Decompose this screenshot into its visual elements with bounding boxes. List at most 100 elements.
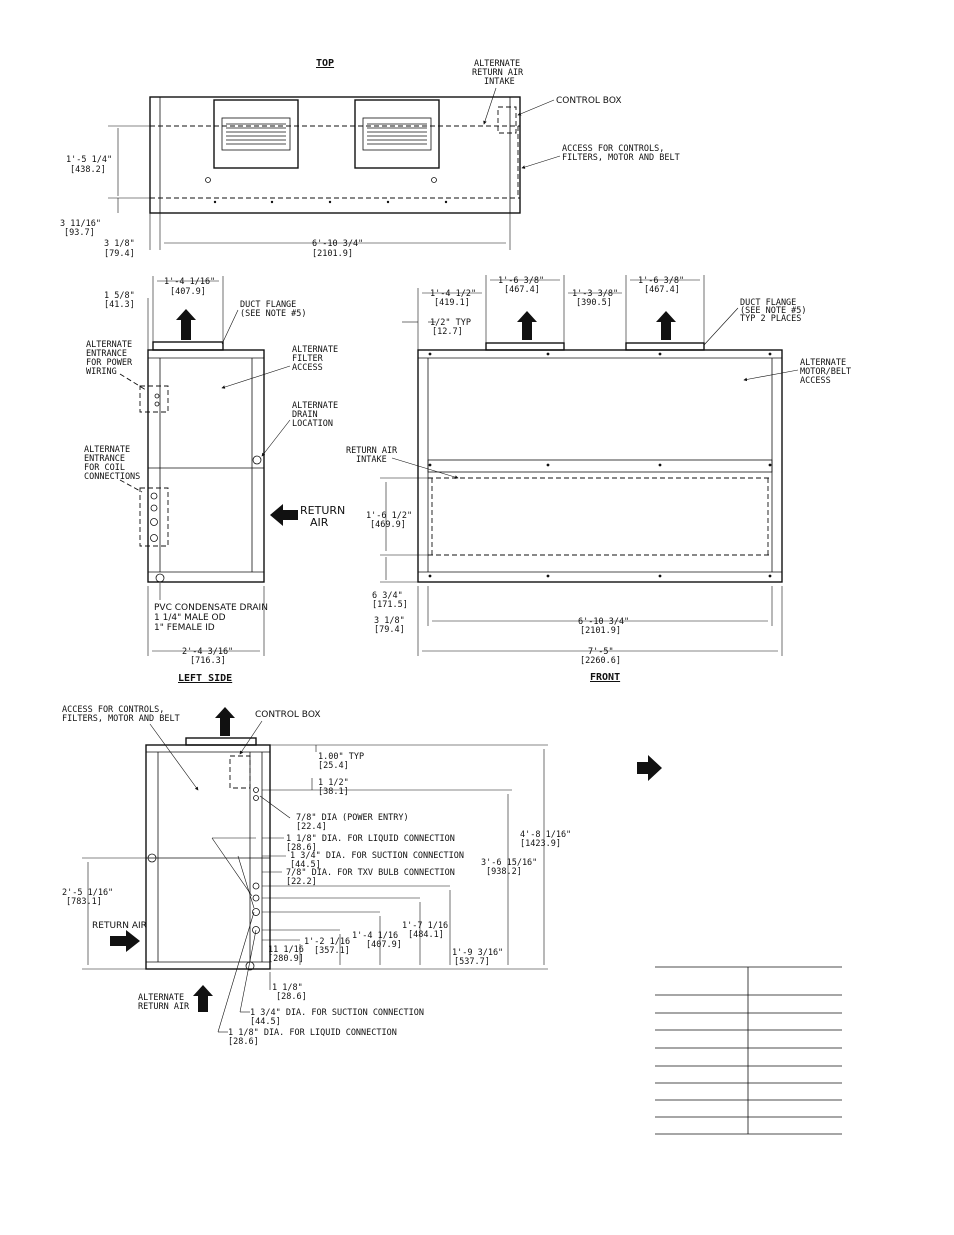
- alt-coil-4: CONNECTIONS: [84, 472, 140, 482]
- bottom-access-1: ACCESS FOR CONTROLS,: [62, 705, 164, 715]
- left-duct-flange: DUCT FLANGE: [240, 300, 296, 310]
- front-dim-inner-mm: [2101.9]: [580, 626, 621, 636]
- bottom-d14: 1'-4 1/16: [352, 931, 398, 941]
- bottom-power: 7/8" DIA (POWER ENTRY): [296, 813, 409, 823]
- bottom-d1half: 1 1/2": [318, 778, 349, 788]
- bottom-typ-mm: [25.4]: [318, 761, 349, 771]
- bottom-h1-mm: [1423.9]: [520, 839, 561, 849]
- front-dim-b-mm: [467.4]: [504, 285, 540, 295]
- airflow-up-arrow-bottom: [215, 707, 235, 736]
- front-view: 1'-4 1/2" [419.1] 1'-6 3/8" [467.4] 1'-3…: [346, 275, 851, 683]
- top-dim-left: 3 1/8": [104, 239, 135, 249]
- top-dim-width: 6'-10 3/4": [312, 239, 363, 249]
- front-dim-bot-mm: [171.5]: [372, 600, 408, 610]
- top-dim-offset-mm: [93.7]: [64, 228, 95, 238]
- bottom-d12: 1'-2 1/16: [304, 937, 350, 947]
- front-dim-d: 1'-6 3/8": [638, 276, 684, 286]
- blower-opening-1: [213, 99, 299, 169]
- top-dim-height: 1'-5 1/4": [66, 155, 112, 165]
- alt-filter-1: ALTERNATE: [292, 345, 338, 355]
- alt-drain-3: LOCATION: [292, 419, 333, 429]
- duct-flange-1: [485, 342, 565, 351]
- front-dim-h-mm: [469.9]: [370, 520, 406, 530]
- alt-motor-2: MOTOR/BELT: [800, 367, 851, 377]
- bottom-left-mm: [783.1]: [66, 897, 102, 907]
- front-dim-overall: 7'-5": [588, 647, 614, 657]
- alt-power-1: ALTERNATE: [86, 340, 132, 350]
- left-dim-width-mm: [716.3]: [190, 656, 226, 666]
- bottom-h2: 3'-6 15/16": [481, 858, 537, 868]
- alt-return-label-1: ALTERNATE: [474, 59, 520, 69]
- direction-arrow: [637, 755, 662, 781]
- front-dim-bot: 6 3/4": [372, 591, 403, 601]
- airflow-up-arrow-front-2: [656, 311, 676, 340]
- bottom-suction2: 1 3/4" DIA. FOR SUCTION CONNECTION: [250, 1008, 424, 1018]
- bottom-alt-return-2: RETURN AIR: [138, 1002, 190, 1012]
- pvc-label-2: 1 1/4" MALE OD: [154, 613, 226, 623]
- bottom-d118: 1 1/8": [272, 983, 303, 993]
- bottom-alt-return-1: ALTERNATE: [138, 993, 184, 1003]
- bottom-d19: 1'-9 3/16": [452, 948, 503, 958]
- return-label-2: AIR: [310, 516, 329, 529]
- front-duct-flange: DUCT FLANGE: [740, 298, 796, 308]
- alt-coil-1: ALTERNATE: [84, 445, 130, 455]
- alt-drain-1: ALTERNATE: [292, 401, 338, 411]
- front-dim-inner: 6'-10 3/4": [578, 617, 629, 627]
- alt-power-3: FOR POWER: [86, 358, 133, 368]
- front-duct-typ: TYP 2 PLACES: [740, 314, 801, 324]
- return-label-1: RETURN: [300, 504, 345, 517]
- bottom-d1half-mm: [38.1]: [318, 787, 349, 797]
- right-side-view: ACCESS FOR CONTROLS, FILTERS, MOTOR AND …: [62, 705, 662, 1047]
- pvc-label-1: PVC CONDENSATE DRAIN: [154, 603, 268, 613]
- bottom-d19-mm: [537.7]: [454, 957, 490, 967]
- bottom-power-mm: [22.4]: [296, 822, 327, 832]
- left-duct-note: (SEE NOTE #5): [240, 309, 307, 319]
- front-dim-typ: 1/2" TYP: [430, 318, 471, 328]
- left-dim-width: 2'-4 3/16": [182, 647, 233, 657]
- alt-motor-3: ACCESS: [800, 376, 831, 386]
- alt-filter-3: ACCESS: [292, 363, 323, 373]
- bottom-liquid2: 1 1/8" DIA. FOR LIQUID CONNECTION: [228, 1028, 397, 1038]
- bottom-d17-mm: [484.1]: [408, 930, 444, 940]
- alt-power-2: ENTRANCE: [86, 349, 127, 359]
- front-dim-a-mm: [419.1]: [434, 298, 470, 308]
- alt-power-4: WIRING: [86, 367, 117, 377]
- left-dim-top: 1'-4 1/16": [164, 277, 215, 287]
- top-dim-offset: 3 11/16": [60, 219, 101, 229]
- blower-opening-2: [354, 99, 440, 169]
- access-label-1: ACCESS FOR CONTROLS,: [562, 144, 664, 154]
- bottom-typ: 1.00" TYP: [318, 752, 364, 762]
- front-dim-c: 1'-3 3/8": [572, 289, 618, 299]
- front-dim-a: 1'-4 1/2": [430, 289, 476, 299]
- top-view-title: TOP: [316, 58, 334, 69]
- alt-motor-1: ALTERNATE: [800, 358, 846, 368]
- bottom-suction: 1 3/4" DIA. FOR SUCTION CONNECTION: [290, 851, 464, 861]
- front-dim-left: 3 1/8": [374, 616, 405, 626]
- left-side-view: 1'-4 1/16" [407.9] 1 5/8" [41.3] DUCT FL…: [84, 276, 345, 684]
- alt-return-label-3: INTAKE: [484, 77, 515, 87]
- front-dim-typ-mm: [12.7]: [432, 327, 463, 337]
- bottom-txv: 7/8" DIA. FOR TXV BULB CONNECTION: [286, 868, 455, 878]
- left-dim-flange: 1 5/8": [104, 291, 135, 301]
- bottom-txv-mm: [22.2]: [286, 877, 317, 887]
- front-dim-left-mm: [79.4]: [374, 625, 405, 635]
- bottom-d11-mm: [280.9]: [268, 954, 304, 964]
- alt-return-label-2: RETURN AIR: [472, 68, 524, 78]
- pvc-label-3: 1" FEMALE ID: [154, 623, 215, 633]
- bottom-access-2: FILTERS, MOTOR AND BELT: [62, 714, 180, 724]
- airflow-up-arrow-front-1: [517, 311, 537, 340]
- return-air-arrow: [270, 504, 298, 526]
- bottom-control-box: CONTROL BOX: [255, 710, 321, 720]
- alt-coil-2: ENTRANCE: [84, 454, 125, 464]
- return-intake-1: RETURN AIR: [346, 446, 398, 456]
- return-air-arrow-bottom: [110, 930, 140, 952]
- alt-filter-2: FILTER: [292, 354, 324, 364]
- bottom-liquid2-mm: [28.6]: [228, 1037, 259, 1047]
- front-dim-b: 1'-6 3/8": [498, 276, 544, 286]
- bottom-left: 2'-5 1/16": [62, 888, 113, 898]
- left-dim-top-mm: [407.9]: [170, 287, 206, 297]
- bottom-d11: 11 1/16: [268, 945, 304, 955]
- bottom-return-air: RETURN AIR: [92, 921, 147, 931]
- top-dim-left-mm: [79.4]: [104, 249, 135, 259]
